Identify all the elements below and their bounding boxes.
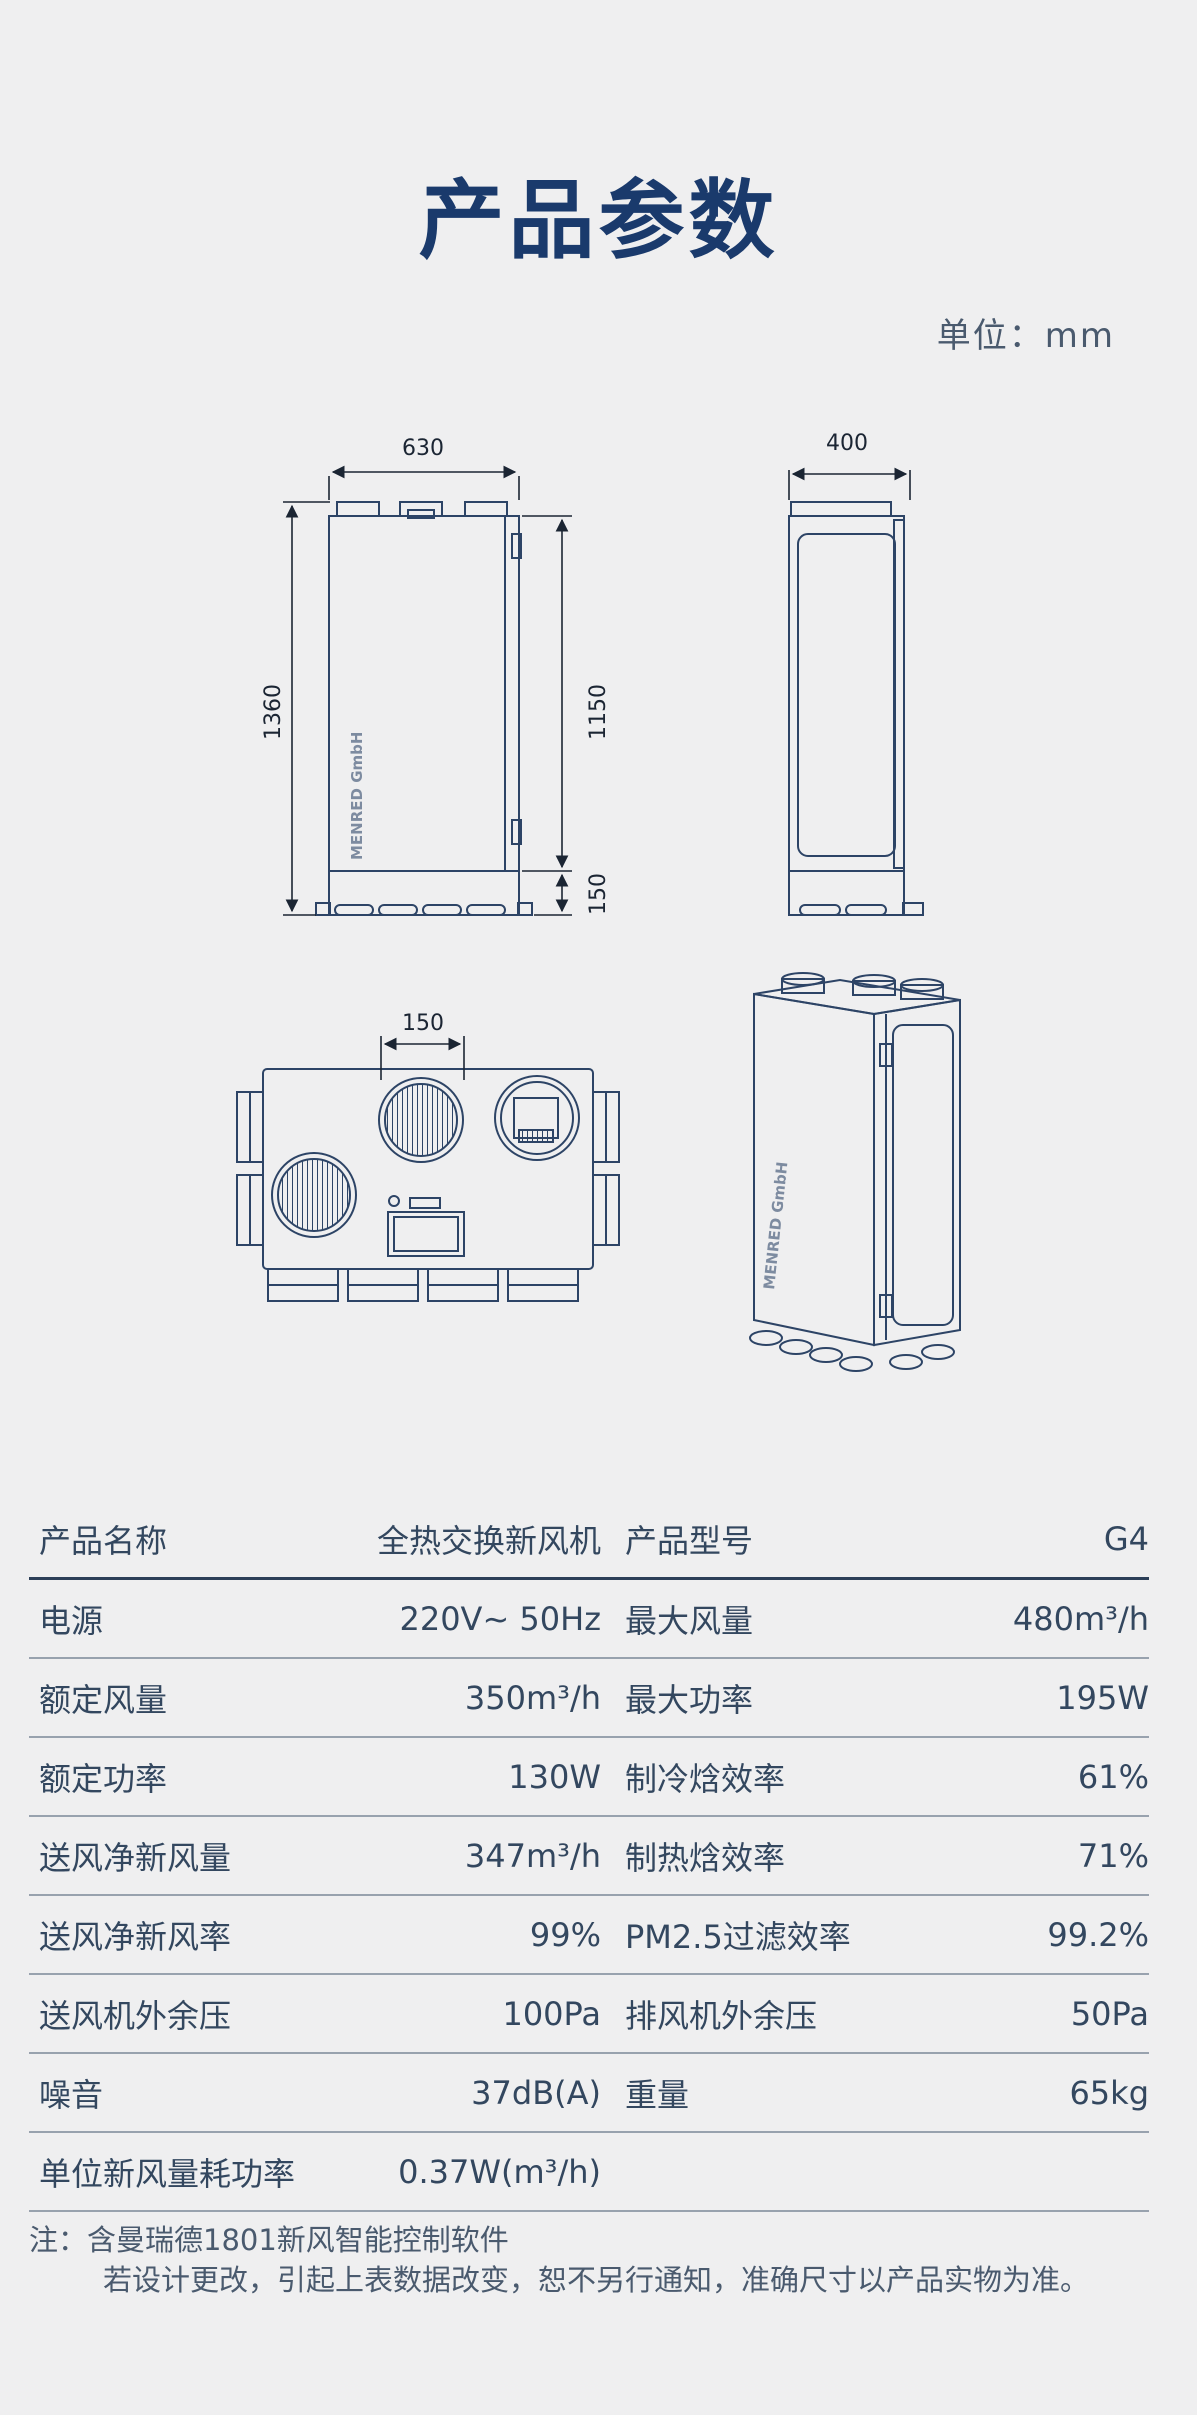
spec-label: 产品型号: [625, 1521, 754, 1560]
spec-value: 全热交换新风机: [376, 1521, 601, 1560]
spec-label: 制冷焓效率: [625, 1759, 786, 1798]
spec-value: 130W: [508, 1757, 601, 1796]
spec-table: 产品名称 全热交换新风机 产品型号 G4 电源 220V~ 50Hz 最大风量 …: [29, 1500, 1149, 2212]
note-line-1: 注：含曼瑞德1801新风智能控制软件: [29, 2223, 509, 2257]
page-title: 产品参数: [418, 171, 779, 271]
spec-label: 电源: [39, 1601, 104, 1640]
spec-value: 99%: [529, 1915, 601, 1954]
spec-label: 最大功率: [625, 1680, 754, 1719]
spec-row: 产品名称 全热交换新风机 产品型号 G4: [29, 1500, 1149, 1580]
top-view: [236, 1068, 620, 1302]
spec-label: 噪音: [39, 2075, 104, 2114]
notes: 注：含曼瑞德1801新风智能控制软件 若设计更改，引起上表数据改变，恕不另行通知…: [29, 2220, 1169, 2300]
spec-value: 350m³/h: [464, 1678, 601, 1717]
spec-label: 额定风量: [39, 1680, 168, 1719]
spec-row: 噪音 37dB(A) 重量 65kg: [29, 2054, 1149, 2133]
spec-value: 61%: [1077, 1757, 1149, 1796]
spec-label: 单位新风量耗功率: [39, 2154, 296, 2193]
front-width-dimension: [328, 465, 520, 500]
spec-value: 195W: [1056, 1678, 1149, 1717]
spec-label: 产品名称: [39, 1521, 168, 1560]
spec-label: PM2.5过滤效率: [625, 1917, 851, 1956]
top-spacing-label: 150: [402, 1011, 444, 1036]
front-body-height-label: 1150: [586, 684, 611, 740]
spec-label: 送风净新风量: [39, 1838, 232, 1877]
spec-row: 送风净新风量 347m³/h 制热焓效率 71%: [29, 1817, 1149, 1896]
front-base-height-label: 150: [586, 873, 611, 915]
spec-value: 99.2%: [1047, 1915, 1149, 1954]
front-width-label: 630: [402, 436, 444, 461]
isometric-view: [749, 972, 961, 1372]
spec-label: 重量: [625, 2075, 690, 2114]
spec-value: 347m³/h: [464, 1836, 601, 1875]
top-spacing-dimension: [380, 1036, 465, 1080]
spec-value: 0.37W(m³/h): [398, 2152, 601, 2191]
spec-value: 65kg: [1069, 2073, 1149, 2112]
spec-value: 220V~ 50Hz: [399, 1599, 601, 1638]
front-brand-text: MENRED GmbH: [348, 732, 366, 860]
spec-row: 额定功率 130W 制冷焓效率 61%: [29, 1738, 1149, 1817]
spec-value: G4: [1103, 1519, 1149, 1558]
spec-label: 额定功率: [39, 1759, 168, 1798]
spec-row: 送风净新风率 99% PM2.5过滤效率 99.2%: [29, 1896, 1149, 1975]
spec-label: 制热焓效率: [625, 1838, 786, 1877]
spec-value: 37dB(A): [471, 2073, 601, 2112]
spec-value: 50Pa: [1070, 1994, 1149, 2033]
spec-value: 71%: [1077, 1836, 1149, 1875]
spec-row: 单位新风量耗功率 0.37W(m³/h): [29, 2133, 1149, 2212]
front-view: [315, 501, 533, 916]
side-width-dimension: [788, 467, 911, 500]
spec-value: 100Pa: [502, 1994, 601, 2033]
spec-value: 480m³/h: [1012, 1599, 1149, 1638]
iso-brand-text: MENRED GmbH: [760, 1161, 791, 1291]
front-height-dimension: [283, 501, 330, 916]
side-width-label: 400: [826, 431, 868, 456]
spec-label: 送风机外余压: [39, 1996, 232, 2035]
spec-row: 送风机外余压 100Pa 排风机外余压 50Pa: [29, 1975, 1149, 2054]
spec-row: 电源 220V~ 50Hz 最大风量 480m³/h: [29, 1580, 1149, 1659]
spec-label: 送风净新风率: [39, 1917, 232, 1956]
spec-label: 最大风量: [625, 1601, 754, 1640]
note-line-2: 若设计更改，引起上表数据改变，恕不另行通知，准确尺寸以产品实物为准。: [103, 2263, 1090, 2297]
unit-label: 单位：mm: [936, 316, 1115, 356]
front-body-dimension: [522, 515, 572, 916]
product-drawings: MENRED GmbH 630 1360 1150 150 400: [236, 431, 961, 1372]
front-height-label: 1360: [261, 684, 286, 740]
spec-label: 排风机外余压: [625, 1996, 818, 2035]
spec-row: 额定风量 350m³/h 最大功率 195W: [29, 1659, 1149, 1738]
side-view: [788, 501, 924, 916]
